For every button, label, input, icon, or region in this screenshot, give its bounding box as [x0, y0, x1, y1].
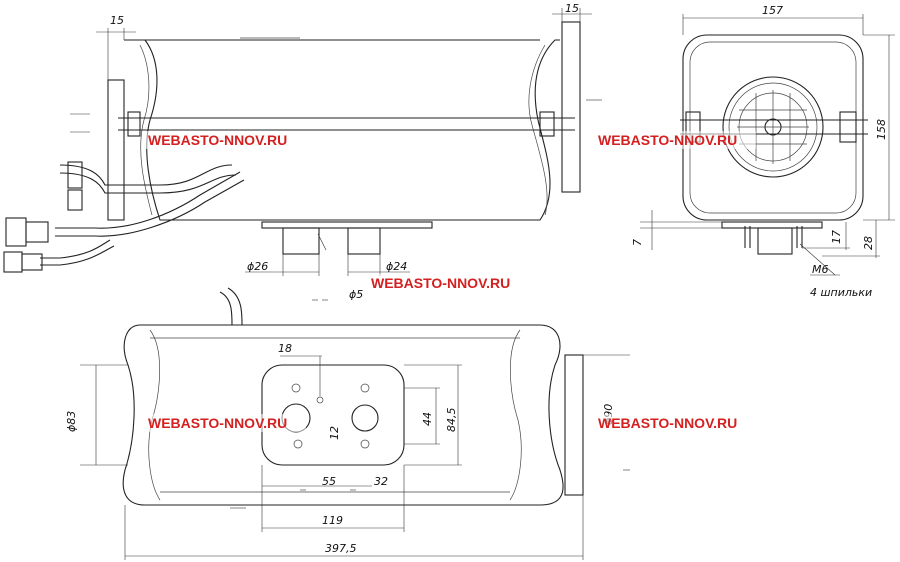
- plan-body-outline: [122, 324, 564, 506]
- dim-55: 55: [322, 475, 336, 488]
- dim-12: 12: [328, 426, 341, 440]
- dim-44: 44: [421, 412, 434, 426]
- dim-top-left: 15: [110, 14, 124, 27]
- watermark-3: WEBASTO-NNOV.RU: [371, 275, 510, 291]
- dim-32: 32: [374, 475, 388, 488]
- wire-harness-top: [59, 164, 233, 186]
- watermark-4: WEBASTO-NNOV.RU: [148, 415, 287, 431]
- connector-1: [67, 161, 83, 189]
- dim-17: 17: [830, 230, 843, 244]
- side-view: 15 15 ϕ26 ϕ24 ϕ5: [3, 2, 602, 301]
- dim-height-158: 158: [875, 119, 888, 140]
- plan-right-flange: [564, 354, 584, 496]
- connector-2: [5, 217, 27, 247]
- body-outline: [124, 39, 560, 221]
- end-view: 157 158 7 17 28 M6 4 шпильки: [631, 4, 895, 299]
- dim-119: 119: [322, 514, 343, 527]
- dim-28: 28: [862, 236, 875, 250]
- watermark-5: WEBASTO-NNOV.RU: [598, 415, 737, 431]
- fan-housing: [722, 76, 824, 178]
- dim-d26: ϕ26: [247, 260, 268, 273]
- dim-d24: ϕ24: [386, 260, 407, 273]
- exhaust-pipe: [282, 227, 320, 255]
- intake-pipe: [347, 227, 381, 255]
- right-nut: [539, 111, 555, 137]
- dim-397-5: 397,5: [325, 542, 357, 555]
- watermarks: WEBASTO-NNOV.RU WEBASTO-NNOV.RU WEBASTO-…: [146, 131, 756, 432]
- dim-7: 7: [631, 239, 644, 246]
- right-flange: [561, 21, 581, 193]
- end-view-outline: [682, 34, 864, 221]
- dim-18: 18: [278, 342, 292, 355]
- left-flange: [107, 79, 125, 221]
- intake-hole: [351, 404, 379, 432]
- dim-width-157: 157: [762, 4, 783, 17]
- watermark-2: WEBASTO-NNOV.RU: [598, 132, 737, 148]
- connector-3: [3, 251, 23, 273]
- dim-d5: ϕ5: [349, 288, 363, 301]
- watermark-1: WEBASTO-NNOV.RU: [148, 132, 287, 148]
- studs-note: 4 шпильки: [810, 286, 872, 299]
- dim-top-right: 15: [565, 2, 579, 15]
- dim-m6: M6: [812, 263, 829, 276]
- dim-d83: ϕ83: [65, 411, 78, 432]
- plan-view: 18 ϕ83 12 44 84,5 55 32 119 397,5: [65, 287, 630, 560]
- dim-84-5: 84,5: [445, 408, 458, 433]
- left-nut: [127, 111, 141, 137]
